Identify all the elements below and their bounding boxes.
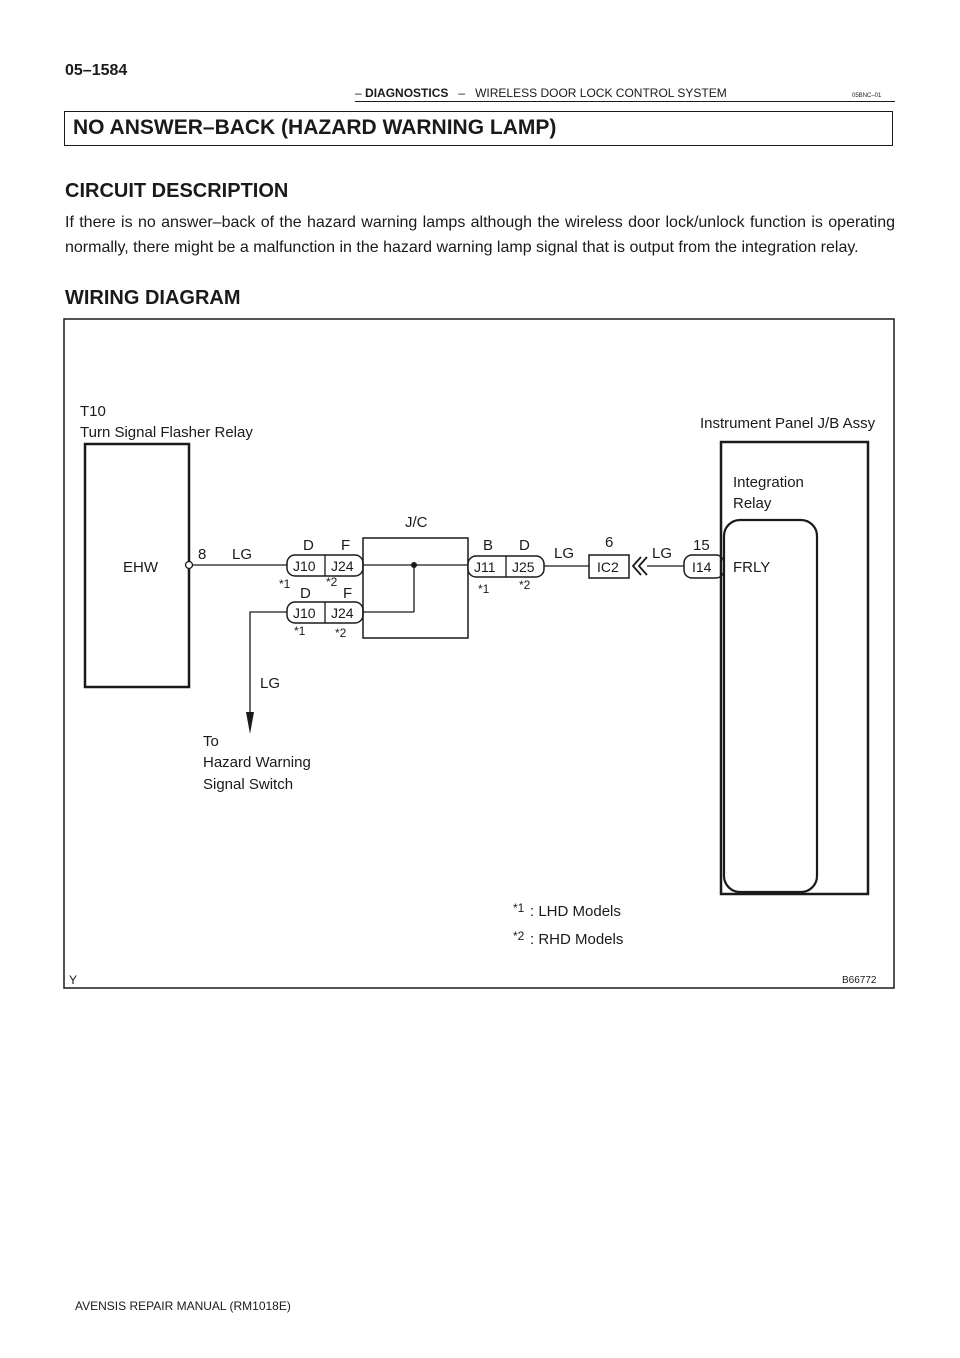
- conn-lt-star2: *2: [326, 575, 338, 589]
- legend-lhd: : LHD Models: [530, 903, 621, 920]
- jb-box: [719, 440, 870, 896]
- conn-ic-pin: 6: [605, 534, 613, 551]
- conn-lt-rhd-code: J24: [331, 558, 354, 574]
- integration-relay-line2: Relay: [733, 495, 772, 512]
- jc-box: [362, 537, 469, 639]
- footer: AVENSIS REPAIR MANUAL (RM1018E): [75, 1299, 291, 1313]
- conn-r-rhd-pin: D: [519, 537, 530, 554]
- flasher-relay-name: Turn Signal Flasher Relay: [80, 424, 253, 441]
- conn-ic-code: IC2: [597, 559, 619, 575]
- page-number: 05–1584: [65, 62, 128, 79]
- header-separator-2: –: [458, 86, 466, 100]
- conn-lb-rhd-code: J24: [331, 605, 354, 621]
- flasher-relay-code: T10: [80, 403, 106, 420]
- connector-chevron-icon: [631, 556, 642, 576]
- legend-rhd: : RHD Models: [530, 931, 623, 948]
- wire-color-3: LG: [652, 545, 672, 562]
- header-separator: –: [355, 86, 362, 100]
- to-label-3: Signal Switch: [203, 776, 293, 793]
- conn-lt-lhd-code: J10: [293, 558, 316, 574]
- figure-code: B66772: [842, 975, 877, 986]
- header-rule: [355, 101, 895, 102]
- doc-code: 05BNC–01: [852, 93, 882, 99]
- conn-r-lhd-code: J11: [474, 559, 496, 575]
- conn-lb-star1: *1: [294, 624, 306, 638]
- legend-star2: *2: [513, 929, 525, 943]
- to-label-1: To: [203, 733, 219, 750]
- wire-to-hazard-switch: [249, 611, 287, 720]
- jb-connector-code: I14: [692, 559, 712, 575]
- conn-r-rhd-code: J25: [512, 559, 535, 575]
- conn-lt-rhd-pin: F: [341, 537, 350, 554]
- conn-ic-shape: [588, 554, 630, 579]
- conn-lt-star1: *1: [279, 577, 291, 591]
- conn-lt-lhd-pin: D: [303, 537, 314, 554]
- wiring-diagram-heading: WIRING DIAGRAM: [65, 287, 241, 309]
- conn-lb-lhd-pin: D: [300, 585, 311, 602]
- flasher-relay-pin-circle: [184, 560, 194, 570]
- conn-r-star1: *1: [478, 582, 490, 596]
- wire-color-1: LG: [232, 546, 252, 563]
- jc-label: J/C: [405, 514, 428, 531]
- arrow-down-icon: [246, 712, 254, 734]
- flasher-relay-pin: 8: [198, 546, 206, 563]
- page-title-box: NO ANSWER–BACK (HAZARD WARNING LAMP): [64, 111, 893, 146]
- connector-chevron-icon-2: [637, 556, 648, 576]
- flasher-relay-terminal: EHW: [123, 559, 159, 576]
- diagram-frame: [63, 318, 895, 989]
- conn-r-star2: *2: [519, 578, 531, 592]
- wire-color-hazard: LG: [260, 675, 280, 692]
- running-header: – DIAGNOSTICS – WIRELESS DOOR LOCK CONTR…: [355, 86, 727, 100]
- integration-relay-box: [722, 518, 819, 894]
- conn-lb-star2: *2: [335, 626, 347, 640]
- to-label-2: Hazard Warning: [203, 754, 311, 771]
- integration-relay-line1: Integration: [733, 474, 804, 491]
- conn-lb-lhd-code: J10: [293, 605, 316, 621]
- circuit-description-heading: CIRCUIT DESCRIPTION: [65, 180, 289, 202]
- page-title: NO ANSWER–BACK (HAZARD WARNING LAMP): [73, 116, 557, 139]
- conn-lb-rhd-pin: F: [343, 585, 352, 602]
- conn-r-lhd-pin: B: [483, 537, 493, 554]
- legend-star1: *1: [513, 901, 525, 915]
- header-section: DIAGNOSTICS: [365, 86, 449, 100]
- corner-mark: Y: [69, 973, 77, 987]
- jb-name: Instrument Panel J/B Assy: [700, 415, 876, 432]
- wire-color-2: LG: [554, 545, 574, 562]
- jb-pin: 15: [693, 537, 710, 554]
- integration-relay-terminal: FRLY: [733, 559, 770, 576]
- circuit-description-text: If there is no answer–back of the hazard…: [65, 214, 895, 256]
- header-subsection: WIRELESS DOOR LOCK CONTROL SYSTEM: [475, 86, 727, 100]
